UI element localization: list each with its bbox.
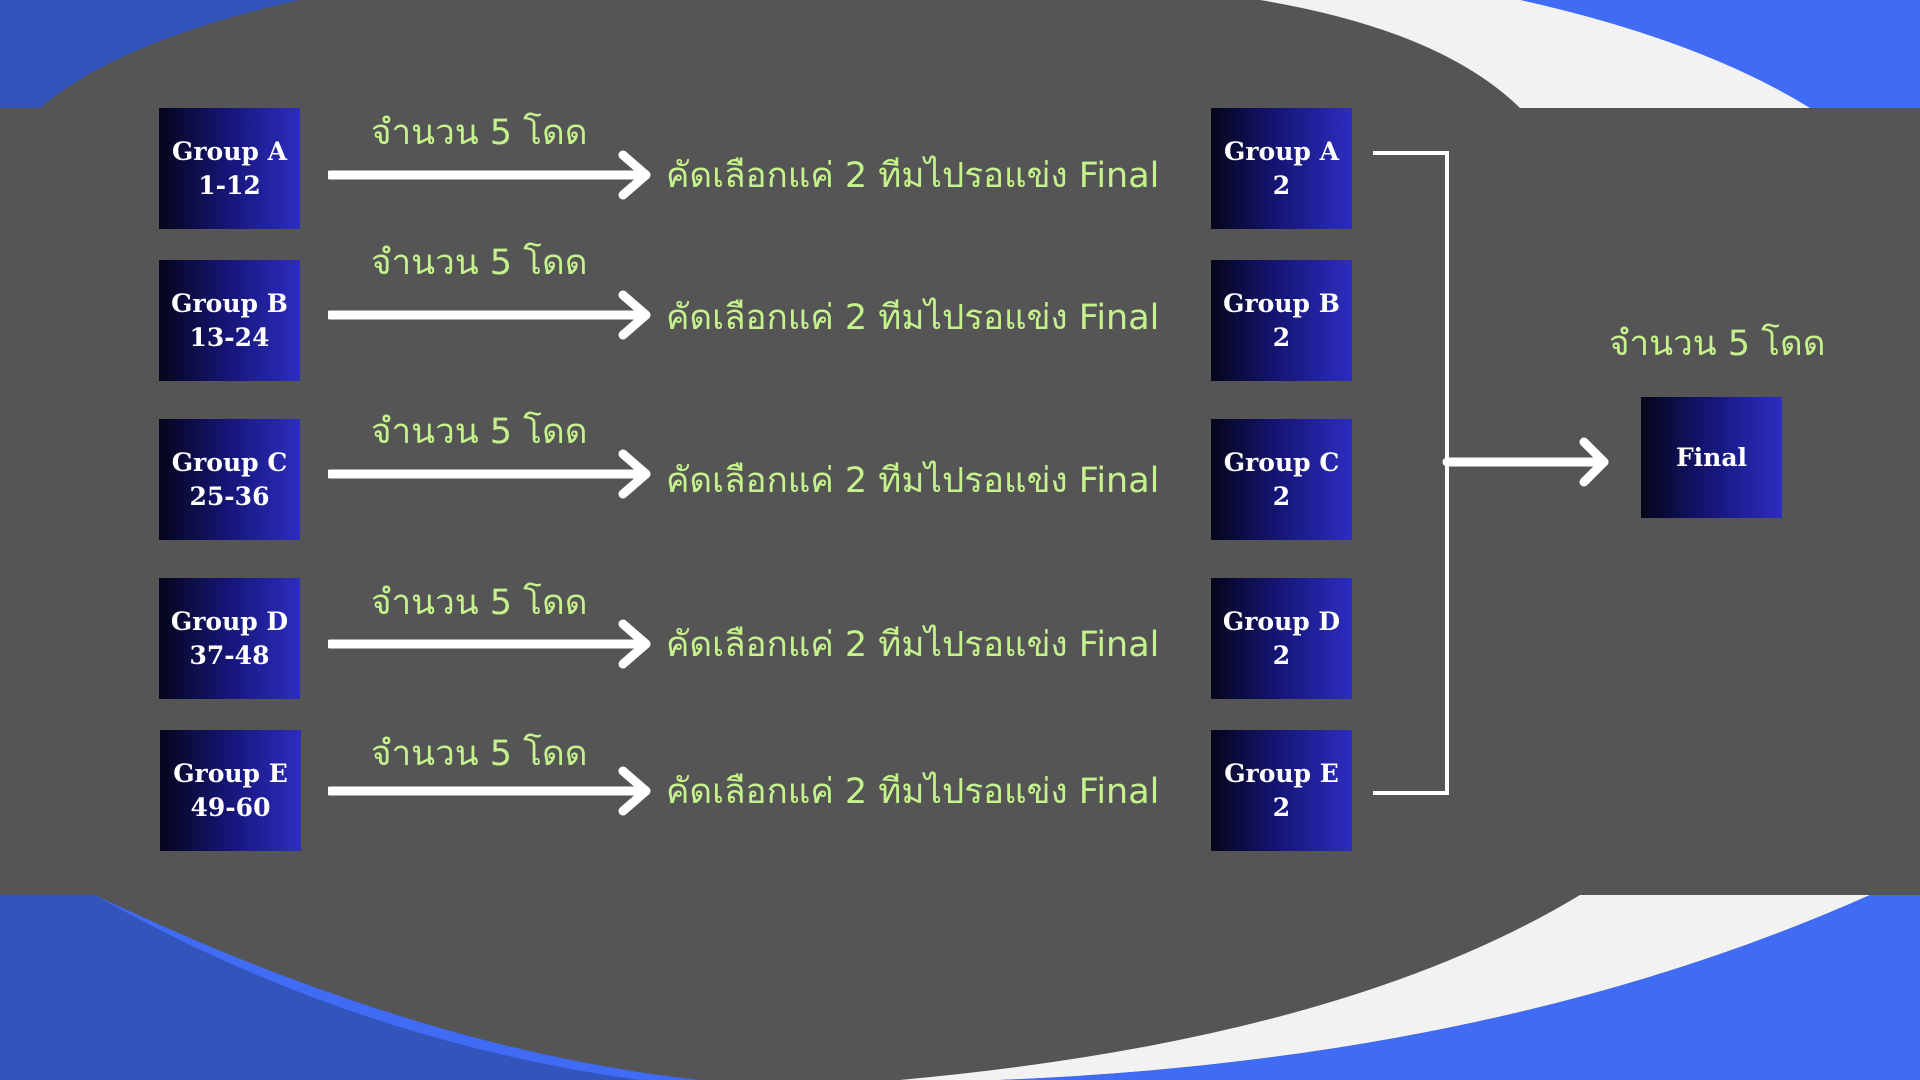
group-e-count: จำนวน 5 โดด [371,734,588,774]
group-c-name: Group C [171,447,288,477]
final-count: จำนวน 5 โดด [1609,324,1826,364]
group-e-result-name: Group E [1224,758,1339,788]
group-a-box: Group A 1-12 [159,108,300,229]
group-d-count: จำนวน 5 โดด [371,583,588,623]
group-a-range: 1-12 [198,170,261,200]
group-e-result-value: 2 [1272,792,1291,822]
arrow-right-icon [328,449,651,499]
group-a-result-value: 2 [1272,170,1291,200]
arrow-right-icon [328,290,651,340]
group-d-box: Group D 37-48 [159,578,300,699]
group-c-selection-note: คัดเลือกแค่ 2 ทีมไปรอแข่ง Final [666,461,1160,501]
group-c-result-box: Group C 2 [1211,419,1352,540]
group-c-range: 25-36 [189,481,270,511]
bracket-connector [1373,151,1609,795]
bottom-right-blue-band [1000,895,1920,1080]
group-c-count: จำนวน 5 โดด [371,412,588,452]
group-c-box: Group C 25-36 [159,419,300,540]
group-d-result-name: Group D [1222,606,1341,636]
group-d-range: 37-48 [189,640,270,670]
group-d-name: Group D [170,606,289,636]
group-d-result-value: 2 [1272,640,1291,670]
group-e-range: 49-60 [190,792,271,822]
final-box: Final [1641,397,1782,518]
group-b-box: Group B 13-24 [159,260,300,381]
top-right-blue-band [1520,0,1920,108]
group-e-result-box: Group E 2 [1211,730,1352,851]
arrow-right-icon [328,766,651,816]
bracket-line [1373,151,1449,795]
group-a-name: Group A [172,136,287,166]
group-b-result-value: 2 [1272,322,1291,352]
group-a-selection-note: คัดเลือกแค่ 2 ทีมไปรอแข่ง Final [666,156,1160,196]
group-a-result-name: Group A [1224,136,1339,166]
group-d-selection-note: คัดเลือกแค่ 2 ทีมไปรอแข่ง Final [666,625,1160,665]
group-b-name: Group B [171,288,288,318]
group-a-count: จำนวน 5 โดด [371,113,588,153]
group-b-selection-note: คัดเลือกแค่ 2 ทีมไปรอแข่ง Final [666,298,1160,338]
group-b-range: 13-24 [189,322,270,352]
group-e-name: Group E [173,758,288,788]
group-b-count: จำนวน 5 โดด [371,243,588,283]
bottom-white-band [900,895,1870,1080]
group-e-box: Group E 49-60 [160,730,301,851]
group-d-result-box: Group D 2 [1211,578,1352,699]
arrow-right-icon [328,619,651,669]
group-e-selection-note: คัดเลือกแค่ 2 ทีมไปรอแข่ง Final [666,772,1160,812]
arrow-right-icon [328,150,651,200]
group-c-result-value: 2 [1272,481,1291,511]
final-label: Final [1675,442,1748,472]
group-b-result-name: Group B [1223,288,1340,318]
group-a-result-box: Group A 2 [1211,108,1352,229]
group-b-result-box: Group B 2 [1211,260,1352,381]
bottom-blue-band [0,895,700,1080]
group-c-result-name: Group C [1223,447,1340,477]
top-blue-band [0,0,300,108]
arrow-right-icon [1579,437,1609,487]
